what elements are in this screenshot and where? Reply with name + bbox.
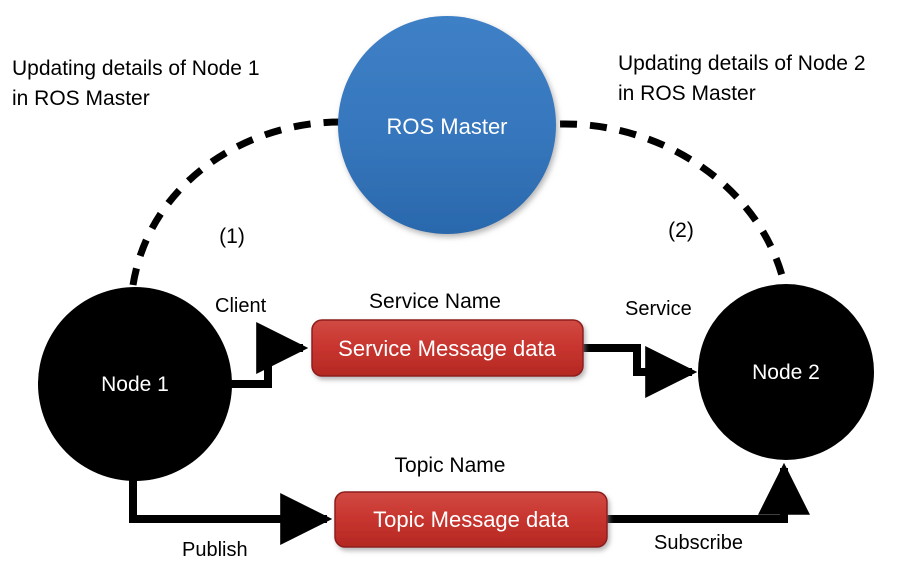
node-2-label: Node 2	[752, 361, 820, 384]
edge-node1-to-topic-box	[129, 470, 333, 545]
topic-name-caption: Topic Name	[395, 454, 506, 477]
step-marker-1: (1)	[219, 225, 245, 248]
node-2[interactable]: Node 2	[698, 284, 874, 460]
node-2-circle[interactable]	[698, 284, 874, 460]
ros-master-label: ROS Master	[386, 114, 507, 139]
edge-label-subscribe: Subscribe	[654, 532, 743, 554]
note-right-line2: in ROS Master	[618, 82, 756, 105]
edge-label-client: Client	[215, 295, 267, 317]
node-1-label: Node 1	[101, 373, 169, 396]
node-1-circle[interactable]	[38, 287, 232, 481]
edge-topic-box-to-node2	[607, 462, 810, 523]
ros-master-circle[interactable]	[338, 16, 556, 234]
note-right-line1: Updating details of Node 2	[618, 52, 866, 75]
note-left-line2: in ROS Master	[12, 87, 150, 110]
service-name-caption: Service Name	[369, 290, 501, 313]
dashed-arc-master-to-node2	[559, 120, 788, 284]
note-left-line1: Updating details of Node 1	[12, 57, 260, 80]
dashed-arc-node1-to-master	[129, 118, 346, 286]
topic-message-box[interactable]: Topic Message data	[334, 491, 608, 548]
edge-label-service: Service	[625, 298, 692, 320]
topic-box-label: Topic Message data	[373, 507, 569, 532]
service-box-shape[interactable]	[311, 319, 584, 377]
edge-label-publish: Publish	[182, 539, 248, 561]
edge-node1-to-service-box	[226, 322, 309, 388]
edge-service-box-to-node2	[583, 344, 698, 398]
step-marker-2: (2)	[668, 219, 694, 242]
service-message-box[interactable]: Service Message data	[311, 319, 584, 377]
service-box-label: Service Message data	[338, 336, 556, 361]
topic-box-shape[interactable]	[334, 491, 608, 548]
ros-master-node[interactable]: ROS Master	[338, 16, 556, 234]
node-1[interactable]: Node 1	[38, 287, 232, 481]
